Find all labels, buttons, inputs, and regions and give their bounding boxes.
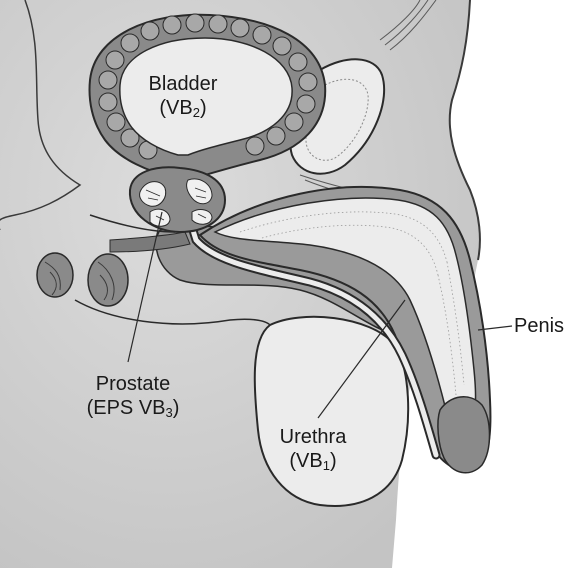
urethra-label: Urethra (VB1) xyxy=(268,425,358,473)
prostate-code-sub: 3 xyxy=(166,405,173,420)
penis-name: Penis xyxy=(514,314,574,338)
prostate-code-prefix: (EPS VB xyxy=(87,397,166,419)
urethra-code-sub: 1 xyxy=(323,458,330,473)
bladder-code-suffix: ) xyxy=(200,97,207,119)
urethra-code: (VB1) xyxy=(268,449,358,473)
urethra-name: Urethra xyxy=(268,425,358,449)
bladder-label: Bladder (VB2) xyxy=(138,72,228,120)
bladder-code: (VB2) xyxy=(138,96,228,120)
glans xyxy=(438,397,490,473)
prostate-code-suffix: ) xyxy=(173,397,180,419)
bladder-code-sub: 2 xyxy=(193,105,200,120)
bladder-code-prefix: (VB xyxy=(159,97,192,119)
prostate-code: (EPS VB3) xyxy=(68,396,198,420)
scrotum xyxy=(255,317,408,506)
prostate-label: Prostate (EPS VB3) xyxy=(68,372,198,420)
penis-label: Penis xyxy=(514,314,574,338)
urethra-code-prefix: (VB xyxy=(289,450,322,472)
bladder-name: Bladder xyxy=(138,72,228,96)
urethra-code-suffix: ) xyxy=(330,450,337,472)
prostate-name: Prostate xyxy=(68,372,198,396)
